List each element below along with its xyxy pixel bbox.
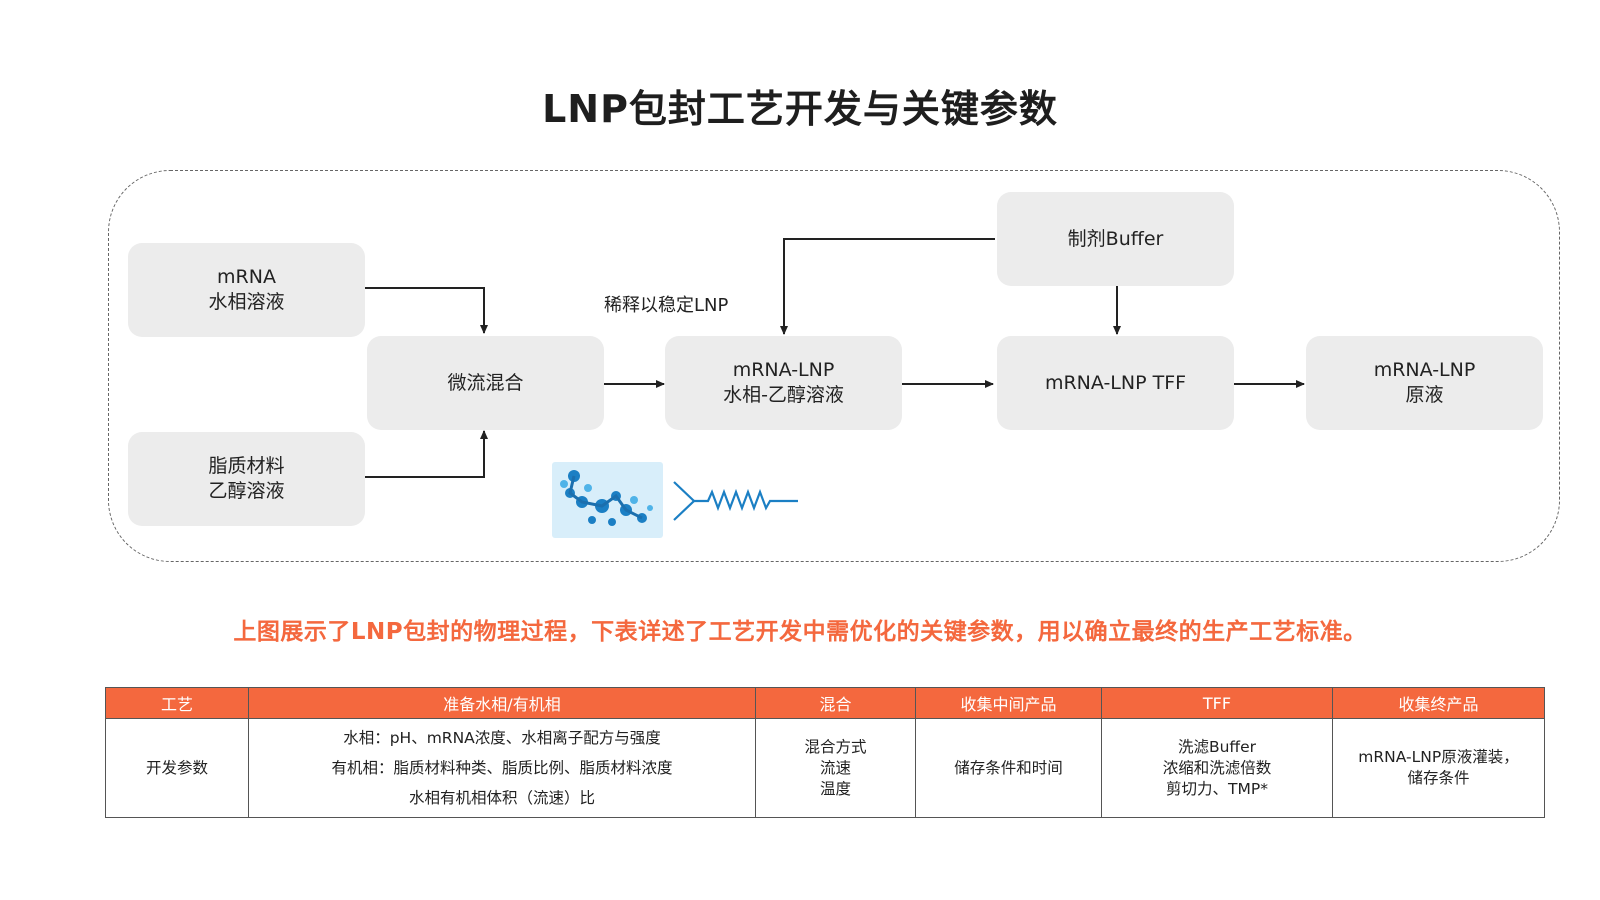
arrow-lipid-to-mix <box>364 430 488 478</box>
page-title: LNP包封工艺开发与关键参数 <box>542 87 1058 131</box>
process-parameters-table: 工艺 准备水相/有机相 混合 收集中间产品 TFF 收集终产品 开发参数 水相：… <box>105 687 1545 818</box>
node-label-line: 水相溶液 <box>208 291 285 313</box>
cell-line: 有机相：脂质材料种类、脂质比例、脂质材料浓度 <box>331 759 673 777</box>
process-frame <box>108 170 1560 562</box>
node-label-line: 乙醇溶液 <box>208 480 285 502</box>
node-label-line: mRNA <box>217 266 276 288</box>
node-label-line: mRNA-LNP <box>1373 359 1476 381</box>
node-mrna-lnp-mixture: mRNA-LNP 水相-乙醇溶液 <box>665 336 902 430</box>
node-mrna-lnp-tff: mRNA-LNP TFF <box>997 336 1234 430</box>
node-label-line: mRNA-LNP TFF <box>1044 371 1187 394</box>
column-header: 收集终产品 <box>1332 687 1545 719</box>
column-header: 混合 <box>755 687 916 719</box>
cell-line: 温度 <box>819 779 851 798</box>
node-mrna-aqueous-solution: mRNA 水相溶液 <box>128 243 365 337</box>
cell-line: 储存条件 <box>1407 769 1470 787</box>
table-cell: mRNA-LNP原液灌装， 储存条件 <box>1332 718 1545 818</box>
table-cell: 洗滤Buffer 浓缩和洗滤倍数 剪切力、TMP* <box>1101 718 1333 818</box>
node-label-line: 脂质材料 <box>208 455 285 477</box>
column-header: TFF <box>1101 687 1333 719</box>
table-cell: 水相：pH、mRNA浓度、水相离子配方与强度 有机相：脂质材料种类、脂质比例、脂… <box>248 718 756 818</box>
node-label-line: 水相-乙醇溶液 <box>723 384 844 406</box>
node-lipid-ethanol-solution: 脂质材料 乙醇溶液 <box>128 432 365 526</box>
node-formulation-buffer: 制剂Buffer <box>997 192 1234 286</box>
diagram-caption: 上图展示了LNP包封的物理过程，下表详述了工艺开发中需优化的关键参数，用以确立最… <box>233 619 1367 645</box>
node-label-line: 制剂Buffer <box>1067 227 1164 250</box>
row-label: 开发参数 <box>105 718 249 818</box>
table-header-row: 工艺 准备水相/有机相 混合 收集中间产品 TFF 收集终产品 <box>105 687 1545 719</box>
cell-line: 流速 <box>819 758 851 777</box>
table-cell: 混合方式 流速 温度 <box>755 718 916 818</box>
cell-line: 浓缩和洗滤倍数 <box>1162 758 1272 777</box>
cell-line: 储存条件和时间 <box>954 758 1063 777</box>
cell-line: 洗滤Buffer <box>1177 737 1257 756</box>
column-header: 收集中间产品 <box>915 687 1102 719</box>
dilution-note: 稀释以稳定LNP <box>604 295 729 316</box>
mrna-strand-icon <box>673 481 798 521</box>
column-header: 准备水相/有机相 <box>248 687 756 719</box>
cell-line: 剪切力、TMP* <box>1166 779 1268 798</box>
arrow-mrna-to-mix <box>364 287 488 334</box>
node-label-line: 原液 <box>1405 384 1444 406</box>
lnp-molecule-icon <box>552 462 663 538</box>
cell-line: 水相：pH、mRNA浓度、水相离子配方与强度 <box>343 729 661 747</box>
node-microfluidic-mixing: 微流混合 <box>367 336 604 430</box>
cell-line: 混合方式 <box>804 737 867 756</box>
column-header: 工艺 <box>105 687 249 719</box>
table-cell: 储存条件和时间 <box>915 718 1102 818</box>
node-mrna-lnp-stock: mRNA-LNP 原液 <box>1306 336 1543 430</box>
cell-line: 水相有机相体积（流速）比 <box>408 789 595 807</box>
arrow-buffer-to-lnp <box>780 238 995 335</box>
node-label-line: 微流混合 <box>447 371 524 394</box>
table-row: 开发参数 水相：pH、mRNA浓度、水相离子配方与强度 有机相：脂质材料种类、脂… <box>105 718 1545 818</box>
cell-line: mRNA-LNP原液灌装， <box>1358 748 1519 766</box>
node-label-line: mRNA-LNP <box>732 359 835 381</box>
